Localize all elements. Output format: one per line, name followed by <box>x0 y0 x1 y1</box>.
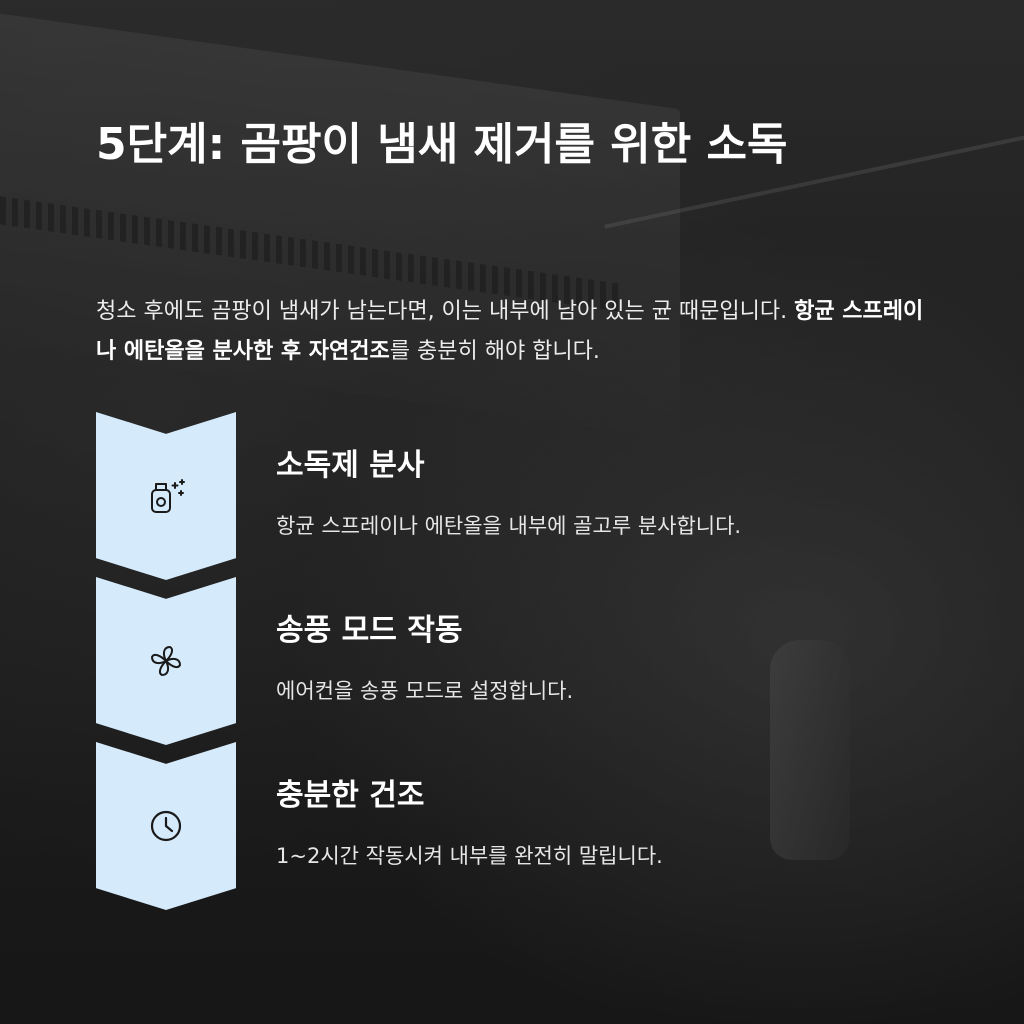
step-title: 충분한 건조 <box>276 778 425 813</box>
step-fan-mode: 송풍 모드 작동 에어컨을 송풍 모드로 설정합니다. <box>96 577 956 747</box>
step-title: 송풍 모드 작동 <box>276 613 463 648</box>
step-disinfect: 소독제 분사 항균 스프레이나 에탄올을 내부에 골고루 분사합니다. <box>96 412 956 582</box>
spray-bottle-silhouette <box>770 640 850 860</box>
step-description: 에어컨을 송풍 모드로 설정합니다. <box>276 679 574 703</box>
intro-emphasis: 항균 스프레이나 에탄올을 분사한 후 자연건조 <box>96 299 924 364</box>
step-title: 소독제 분사 <box>276 448 425 483</box>
step-dry: 충분한 건조 1~2시간 작동시켜 내부를 완전히 말립니다. <box>96 742 956 912</box>
intro-paragraph: 청소 후에도 곰팡이 냄새가 남는다면, 이는 내부에 남아 있는 균 때문입니… <box>96 292 936 372</box>
step-chevron <box>96 412 236 580</box>
step-description: 항균 스프레이나 에탄올을 내부에 골고루 분사합니다. <box>276 514 742 538</box>
spray-bottle-icon <box>144 474 188 518</box>
intro-text: 청소 후에도 곰팡이 냄새가 남는다면, 이는 내부에 남아 있는 균 때문입니… <box>96 299 795 324</box>
step-description: 1~2시간 작동시켜 내부를 완전히 말립니다. <box>276 844 663 868</box>
fan-icon <box>144 639 188 683</box>
page-title: 5단계: 곰팡이 냄새 제거를 위한 소독 <box>96 119 788 170</box>
intro-text-end: 를 충분히 해야 합니다. <box>389 339 600 364</box>
clock-icon <box>144 804 188 848</box>
